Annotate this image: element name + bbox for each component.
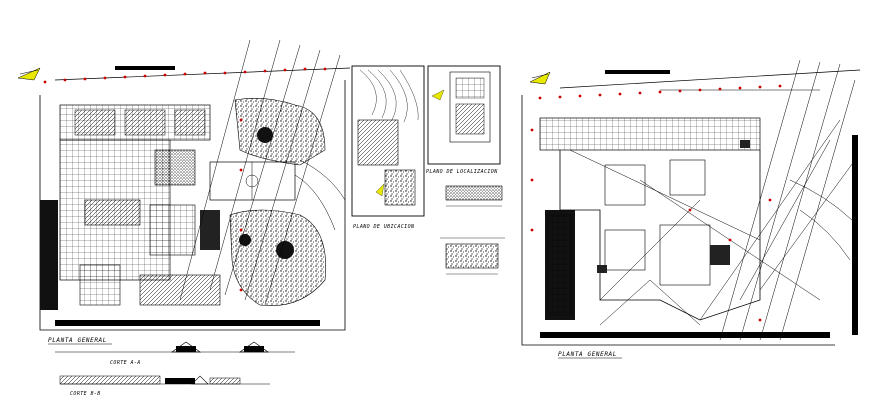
label-plano-ubicacion: PLANO DE UBICACION	[353, 224, 415, 230]
label-plano-localizacion: PLANO DE LOCALIZACION	[426, 169, 498, 175]
detail-blocks	[440, 185, 505, 275]
north-arrow-icon	[17, 67, 41, 81]
location-plan: PLANO DE UBICACION	[351, 65, 425, 230]
label-corte-a: CORTE A-A	[110, 360, 141, 366]
label-corte-b: CORTE B-B	[70, 391, 101, 397]
survey-points-right	[530, 84, 782, 322]
survey-points	[43, 67, 327, 292]
section-corte-b: CORTE B-B	[59, 375, 270, 397]
right-site-plan: PLANTA GENERAL	[521, 59, 861, 359]
section-corte-a: CORTE A-A	[55, 341, 295, 366]
left-site-plan: PLANTA GENERAL	[17, 39, 351, 345]
localization-plan: PLANO DE LOCALIZACION	[426, 65, 501, 175]
north-arrow-right-icon	[529, 71, 551, 85]
label-planta-general-right: PLANTA GENERAL	[558, 351, 617, 358]
label-planta-general-left: PLANTA GENERAL	[48, 337, 107, 344]
